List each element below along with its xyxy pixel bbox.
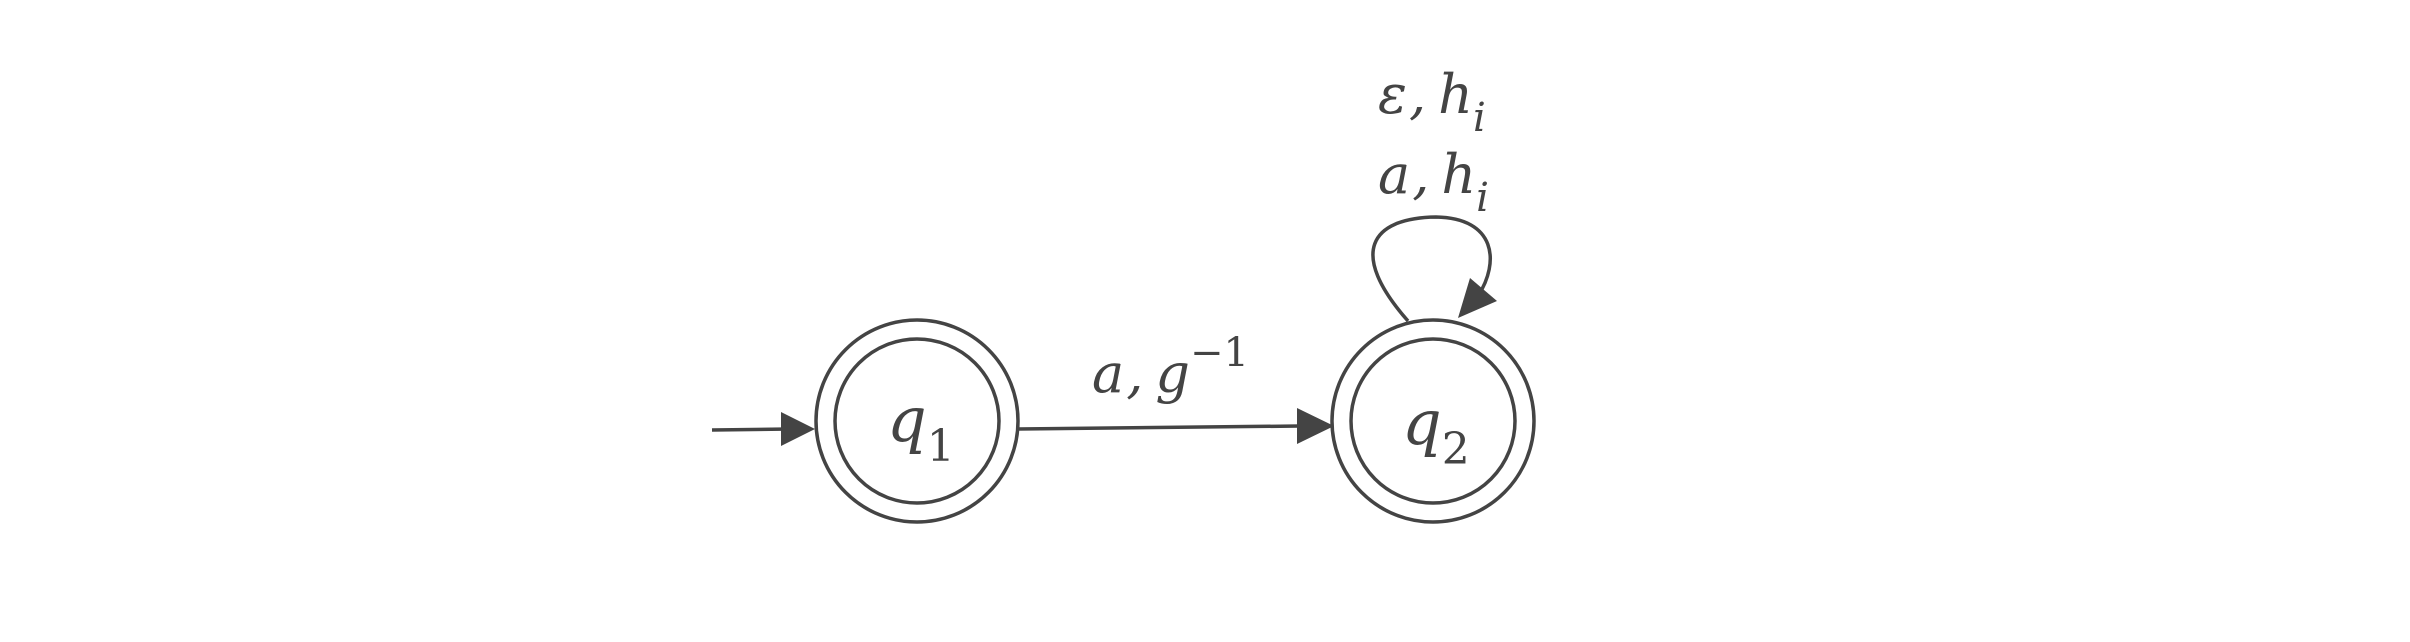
initial-arrow xyxy=(711,412,815,446)
initial-arrow-line xyxy=(711,427,791,432)
state-q1-outer-ring xyxy=(814,318,1020,524)
state-q1: q1 xyxy=(814,318,1020,524)
transition-q2-loop-label-1: ε,hi xyxy=(1378,63,1486,141)
transition-q2-loop-curve xyxy=(1371,215,1492,323)
transition-q2-loop: ε,hi a,hi xyxy=(1371,63,1497,323)
transition-q1-q2-arrow-head xyxy=(1297,408,1334,444)
transition-q1-q2-label: a,g−1 xyxy=(1092,330,1249,405)
transition-q2-loop-label-2: a,hi xyxy=(1378,143,1489,221)
state-q2-label: q2 xyxy=(1402,386,1470,475)
state-q2-outer-ring xyxy=(1330,318,1536,524)
state-q2-inner-ring xyxy=(1349,337,1517,505)
state-q2: q2 xyxy=(1330,318,1536,524)
initial-arrow-head xyxy=(781,412,815,446)
transition-q1-q2-line xyxy=(1017,424,1301,431)
state-q1-label: q1 xyxy=(887,383,955,472)
transition-q2-loop-arrow-head xyxy=(1458,278,1497,318)
transition-q1-q2: a,g−1 xyxy=(1017,330,1334,444)
state-q1-inner-ring xyxy=(833,337,1001,505)
